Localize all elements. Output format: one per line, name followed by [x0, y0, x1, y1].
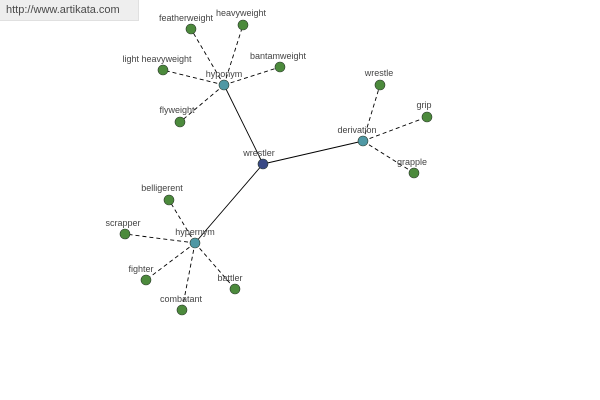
edge-derivation-grip — [362, 116, 428, 142]
hub-label: hypernym — [175, 227, 215, 237]
leaf-label: light heavyweight — [122, 54, 192, 64]
leaf-node-light-heavyweight[interactable]: light heavyweight — [122, 54, 192, 76]
edge-derivation-grapple — [362, 140, 415, 174]
leaf-label: belligerent — [141, 183, 183, 193]
leaf-dot — [421, 111, 433, 123]
leaf-node-scrapper[interactable]: scrapper — [105, 218, 141, 240]
leaf-label: wrestle — [364, 68, 394, 78]
leaf-node-fighter[interactable]: fighter — [128, 264, 154, 286]
edge-center-hyponym — [223, 84, 264, 165]
leaf-node-battler[interactable]: battler — [217, 273, 243, 295]
edges — [124, 24, 428, 311]
leaf-node-grip[interactable]: grip — [416, 100, 433, 123]
leaf-dot — [163, 194, 175, 206]
edge-hyponym-featherweight — [190, 28, 225, 86]
center-node-center[interactable]: wrestler — [242, 148, 275, 170]
edge-hypernym-battler — [194, 242, 236, 290]
leaf-node-wrestle[interactable]: wrestle — [364, 68, 394, 91]
leaf-node-flyweight[interactable]: flyweight — [159, 105, 195, 128]
hub-label: hyponym — [206, 69, 243, 79]
edge-hyponym-light-heavyweight — [162, 69, 225, 86]
edge-hyponym-bantamweight — [223, 66, 281, 86]
hub-node-hypernym[interactable]: hypernym — [175, 227, 215, 249]
edge-hyponym-flyweight — [179, 84, 225, 123]
leaf-label: battler — [217, 273, 242, 283]
hub-node-hyponym[interactable]: hyponym — [206, 69, 243, 91]
leaf-dot — [119, 228, 131, 240]
hub-node-derivation[interactable]: derivation — [337, 125, 377, 147]
watermark-bar: http://www.artikata.com — [0, 0, 139, 21]
leaf-label: combatant — [160, 294, 203, 304]
leaf-label: flyweight — [159, 105, 195, 115]
leaf-node-belligerent[interactable]: belligerent — [141, 183, 183, 206]
leaf-dot — [176, 304, 188, 316]
hub-dot — [189, 237, 201, 249]
watermark-url: http://www.artikata.com — [6, 4, 120, 16]
leaf-node-grapple[interactable]: grapple — [397, 157, 427, 179]
leaf-label: scrapper — [105, 218, 140, 228]
leaf-dot — [374, 79, 386, 91]
leaf-node-featherweight[interactable]: featherweight — [159, 13, 214, 35]
edge-hypernym-belligerent — [168, 199, 196, 244]
leaf-label: fighter — [128, 264, 153, 274]
edge-hypernym-combatant — [181, 242, 196, 311]
center-dot — [257, 158, 269, 170]
edge-hypernym-fighter — [145, 242, 196, 281]
leaf-dot — [140, 274, 152, 286]
leaf-label: heavyweight — [216, 8, 267, 18]
leaf-dot — [174, 116, 186, 128]
leaf-node-heavyweight[interactable]: heavyweight — [216, 8, 267, 31]
leaf-dot — [274, 61, 286, 73]
leaf-dot — [157, 64, 169, 76]
hub-dot — [218, 79, 230, 91]
leaf-label: bantamweight — [250, 51, 307, 61]
center-label: wrestler — [242, 148, 275, 158]
leaf-dot — [237, 19, 249, 31]
edge-derivation-wrestle — [362, 84, 381, 142]
edge-hypernym-scrapper — [124, 233, 196, 244]
leaf-node-combatant[interactable]: combatant — [160, 294, 203, 316]
leaf-node-bantamweight[interactable]: bantamweight — [250, 51, 307, 73]
leaf-dot — [229, 283, 241, 295]
leaf-label: featherweight — [159, 13, 214, 23]
leaf-label: grip — [416, 100, 431, 110]
edge-hyponym-heavyweight — [223, 24, 244, 86]
hub-dot — [357, 135, 369, 147]
hub-label: derivation — [337, 125, 376, 135]
leaf-dot — [408, 167, 420, 179]
leaf-dot — [185, 23, 197, 35]
edge-center-hypernym — [194, 163, 264, 244]
leaf-label: grapple — [397, 157, 427, 167]
edge-center-derivation — [262, 140, 364, 165]
